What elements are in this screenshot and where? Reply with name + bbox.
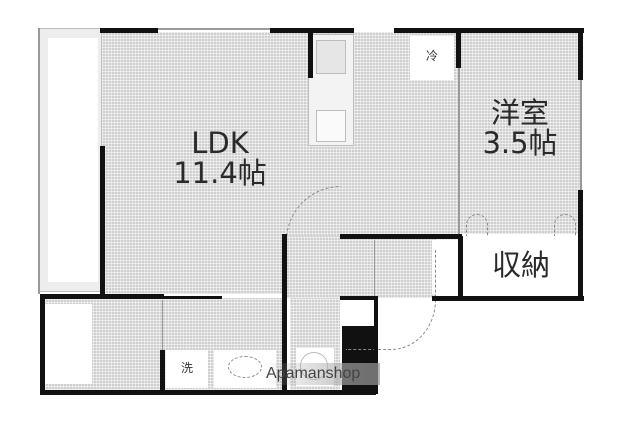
storage-area: [462, 240, 580, 296]
partition-washroom: [162, 300, 163, 388]
wall-toilet-top: [340, 296, 378, 300]
wall-fridge-vert: [456, 28, 461, 68]
wall-right-upper: [578, 28, 583, 80]
ldk-size: 11.4帖: [173, 156, 267, 191]
wall-right-lower: [578, 190, 583, 300]
bathtub: [44, 304, 92, 384]
washer-label: 洗: [180, 361, 193, 375]
partition-balcony: [38, 28, 40, 294]
partition-right-window: [580, 80, 582, 190]
refrigerator-label: 冷: [425, 49, 438, 63]
refrigerator-space: [410, 36, 454, 80]
closet-door-area: [432, 240, 460, 294]
partition-ldk-western: [458, 60, 460, 236]
western-room-floor: [460, 32, 580, 234]
wall-storage-left: [458, 236, 463, 298]
wall-bottom: [40, 390, 376, 395]
partition-hall: [374, 240, 375, 296]
wall-hall-top: [340, 234, 462, 239]
wall-left-ldk: [100, 146, 105, 296]
western-room-label: 洋室 3.5帖: [460, 98, 580, 159]
wall-top-right: [394, 28, 584, 33]
wall-bath-left: [40, 294, 45, 394]
wall-kitchen-vert: [308, 28, 313, 78]
watermark-logo: Apamanshop: [263, 363, 380, 385]
door-swing-western-room-2: [554, 214, 576, 236]
wash-basin: [228, 356, 262, 378]
kitchen-sink: [316, 40, 346, 74]
door-swing-western-room-1: [466, 214, 488, 236]
wall-hall-left: [282, 234, 287, 394]
kitchen-stove: [316, 110, 346, 142]
western-room-size: 3.5帖: [482, 126, 558, 161]
balcony-inner: [48, 38, 98, 282]
wall-mid-horizontal-2: [164, 296, 222, 299]
wall-mid-horizontal: [40, 294, 164, 299]
storage-label: 収納: [491, 248, 550, 282]
partition-top-window: [158, 28, 270, 30]
wall-storage-bottom: [432, 296, 584, 301]
wall-washroom-door: [160, 350, 165, 392]
ldk-room-label: LDK 11.4帖: [160, 128, 280, 189]
western-room-name: 洋室: [490, 96, 549, 130]
wall-toilet-right: [374, 296, 378, 394]
door-swing-entrance: [346, 250, 436, 350]
ldk-name: LDK: [191, 126, 249, 160]
washer-space: [166, 350, 208, 388]
wall-top-left: [100, 28, 158, 33]
